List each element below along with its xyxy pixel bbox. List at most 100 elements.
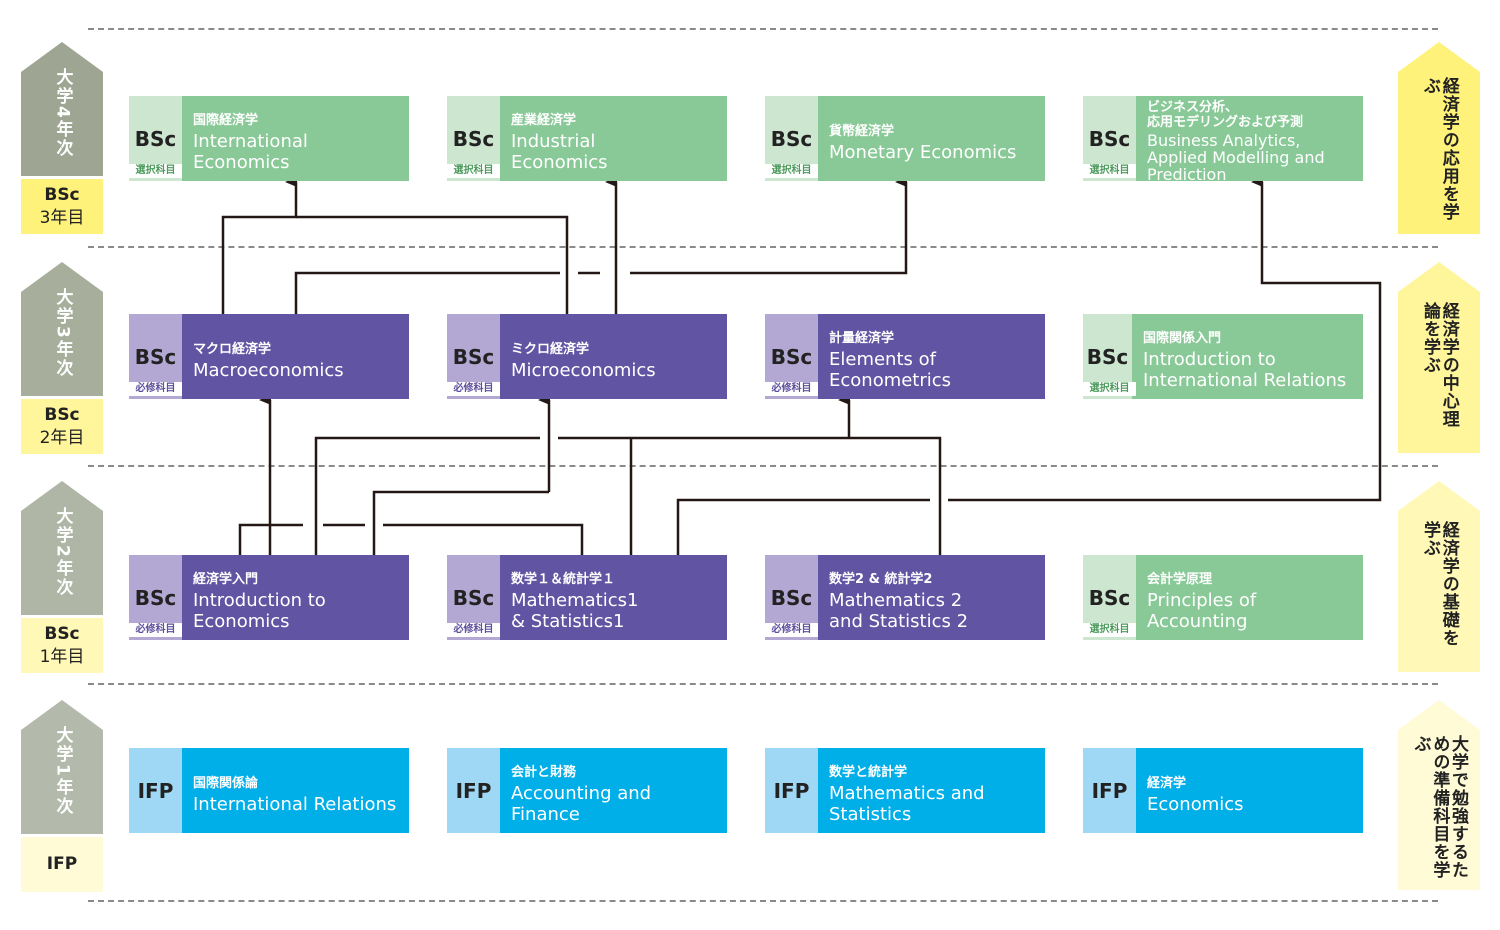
course-code: IFP — [137, 778, 174, 803]
course-en: Accounting and Finance — [511, 783, 652, 826]
course-tag: IFP — [1083, 748, 1136, 833]
course-code: BSc — [770, 344, 813, 369]
course-math2-stats2[interactable]: BSc 必修科目 数学2 & 統計学2 Mathematics 2 and St… — [765, 555, 1045, 640]
row-divider — [88, 246, 1438, 248]
course-jp: 産業経済学 — [511, 113, 577, 129]
year-badge: IFP — [21, 837, 103, 892]
right-band-arrow — [1398, 700, 1480, 890]
course-code: BSc — [770, 126, 813, 151]
course-tag: BSc 選択科目 — [129, 96, 182, 181]
course-tag: IFP — [765, 748, 818, 833]
course-type: 必修科目 — [129, 382, 182, 396]
course-tag: BSc 必修科目 — [447, 314, 500, 399]
course-industrial-economics[interactable]: BSc 選択科目 産業経済学 Industrial Economics — [447, 96, 727, 181]
course-body: 産業経済学 Industrial Economics — [500, 96, 727, 181]
course-tag: BSc 必修科目 — [765, 555, 818, 640]
left-band-label: 大学2年次 — [52, 507, 73, 597]
course-jp: 貨幣経済学 — [829, 123, 895, 139]
right-band-label: 大学で勉強するための準備科目を学ぶ — [1410, 735, 1469, 879]
course-business-analytics[interactable]: BSc 選択科目 ビジネス分析、 応用モデリングおよび予測 Business A… — [1083, 96, 1363, 183]
course-ifp-accounting-finance[interactable]: IFP 会計と財務 Accounting and Finance — [447, 748, 727, 833]
course-en: Introduction to Economics — [193, 590, 326, 633]
course-jp: 国際経済学 — [193, 113, 259, 129]
course-tag: BSc 必修科目 — [765, 314, 818, 399]
badge-line: BSc — [44, 405, 80, 426]
course-code: BSc — [1086, 344, 1129, 369]
right-band-prep: 大学で勉強するための準備科目を学ぶ — [1398, 730, 1480, 890]
connector-math1-micro — [372, 490, 549, 555]
course-microeconomics[interactable]: BSc 必修科目 ミクロ経済学 Microeconomics — [447, 314, 727, 399]
course-international-economics[interactable]: BSc 選択科目 国際経済学 International Economics — [129, 96, 409, 181]
course-en: International Relations — [193, 793, 397, 815]
right-band-label: 経済学の基礎を学ぶ — [1420, 520, 1459, 647]
course-intro-economics[interactable]: BSc 必修科目 経済学入門 Introduction to Economics — [129, 555, 409, 640]
course-jp: ミクロ経済学 — [511, 341, 590, 357]
course-type: 必修科目 — [765, 382, 818, 396]
course-macroeconomics[interactable]: BSc 必修科目 マクロ経済学 Macroeconomics — [129, 314, 409, 399]
course-jp: 国際関係論 — [193, 775, 259, 791]
course-ifp-international-relations[interactable]: IFP 国際関係論 International Relations — [129, 748, 409, 833]
course-code: BSc — [452, 585, 495, 610]
course-body: 国際関係論 International Relations — [182, 748, 409, 833]
course-monetary-economics[interactable]: BSc 選択科目 貨幣経済学 Monetary Economics — [765, 96, 1045, 181]
course-en: Macroeconomics — [193, 359, 344, 381]
course-tag: BSc 選択科目 — [447, 96, 500, 181]
connector-micro-intl — [296, 215, 569, 314]
course-code: BSc — [134, 126, 177, 151]
connector-introecon-seg2 — [383, 523, 584, 555]
course-type: 必修科目 — [765, 623, 818, 637]
course-intro-international-relations[interactable]: BSc 選択科目 国際関係入門 Introduction to Internat… — [1083, 314, 1363, 399]
left-band-label: 大学4年次 — [52, 68, 73, 158]
course-tag: BSc 選択科目 — [765, 96, 818, 181]
course-type: 必修科目 — [447, 382, 500, 396]
course-en: Economics — [1147, 793, 1244, 815]
left-band-label: 大学1年次 — [52, 726, 73, 816]
year-badge: BSc 3年目 — [21, 179, 103, 234]
course-en: Elements of Econometrics — [829, 349, 952, 392]
course-body: マクロ経済学 Macroeconomics — [182, 314, 409, 399]
course-jp: ビジネス分析、 応用モデリングおよび予測 — [1147, 100, 1304, 131]
course-body: 国際経済学 International Economics — [182, 96, 409, 181]
course-body: 計量経済学 Elements of Econometrics — [818, 314, 1045, 399]
row-divider — [88, 465, 1438, 467]
course-jp: マクロ経済学 — [193, 341, 272, 357]
badge-line: BSc — [44, 185, 80, 206]
course-en: Principles of Accounting — [1147, 590, 1257, 633]
course-math1-stats1[interactable]: BSc 必修科目 数学１＆統計学１ Mathematics1 & Statist… — [447, 555, 727, 640]
course-tag: BSc 必修科目 — [447, 555, 500, 640]
left-band-year-4: 大学4年次 — [21, 50, 103, 176]
course-jp: 会計と財務 — [511, 765, 577, 781]
course-jp: 会計学原理 — [1147, 572, 1213, 588]
course-body: 数学2 & 統計学2 Mathematics 2 and Statistics … — [818, 555, 1045, 640]
course-code: BSc — [134, 344, 177, 369]
course-code: BSc — [770, 585, 813, 610]
course-en: Mathematics and Statistics — [829, 783, 985, 826]
course-tag: BSc 必修科目 — [129, 555, 182, 640]
right-band-label: 経済学の応用を学ぶ — [1420, 77, 1459, 221]
right-band-arrow — [1398, 481, 1480, 672]
course-type: 必修科目 — [447, 623, 500, 637]
course-en: Industrial Economics — [511, 131, 608, 174]
course-econometrics[interactable]: BSc 必修科目 計量経済学 Elements of Econometrics — [765, 314, 1045, 399]
badge-line: BSc — [44, 624, 80, 645]
right-band-core: 経済学の中心理論を学ぶ — [1398, 292, 1480, 453]
course-body: ビジネス分析、 応用モデリングおよび予測 Business Analytics,… — [1136, 96, 1363, 183]
course-body: 数学１＆統計学１ Mathematics1 & Statistics1 — [500, 555, 727, 640]
left-band-year-1: 大学1年次 — [21, 708, 103, 834]
course-principles-accounting[interactable]: BSc 選択科目 会計学原理 Principles of Accounting — [1083, 555, 1363, 640]
course-ifp-math-stats[interactable]: IFP 数学と統計学 Mathematics and Statistics — [765, 748, 1045, 833]
year-badge: BSc 2年目 — [21, 399, 103, 454]
course-jp: 経済学入門 — [193, 572, 259, 588]
right-band-arrow — [1398, 262, 1480, 453]
course-body: ミクロ経済学 Microeconomics — [500, 314, 727, 399]
course-en: International Economics — [193, 131, 308, 174]
course-ifp-economics[interactable]: IFP 経済学 Economics — [1083, 748, 1363, 833]
course-type: 選択科目 — [1083, 382, 1136, 396]
right-band-basics: 経済学の基礎を学ぶ — [1398, 511, 1480, 672]
course-jp: 経済学 — [1147, 775, 1187, 791]
course-code: IFP — [1091, 778, 1128, 803]
right-band-applied: 経済学の応用を学ぶ — [1398, 70, 1480, 234]
connector-macro-intl — [221, 177, 298, 314]
